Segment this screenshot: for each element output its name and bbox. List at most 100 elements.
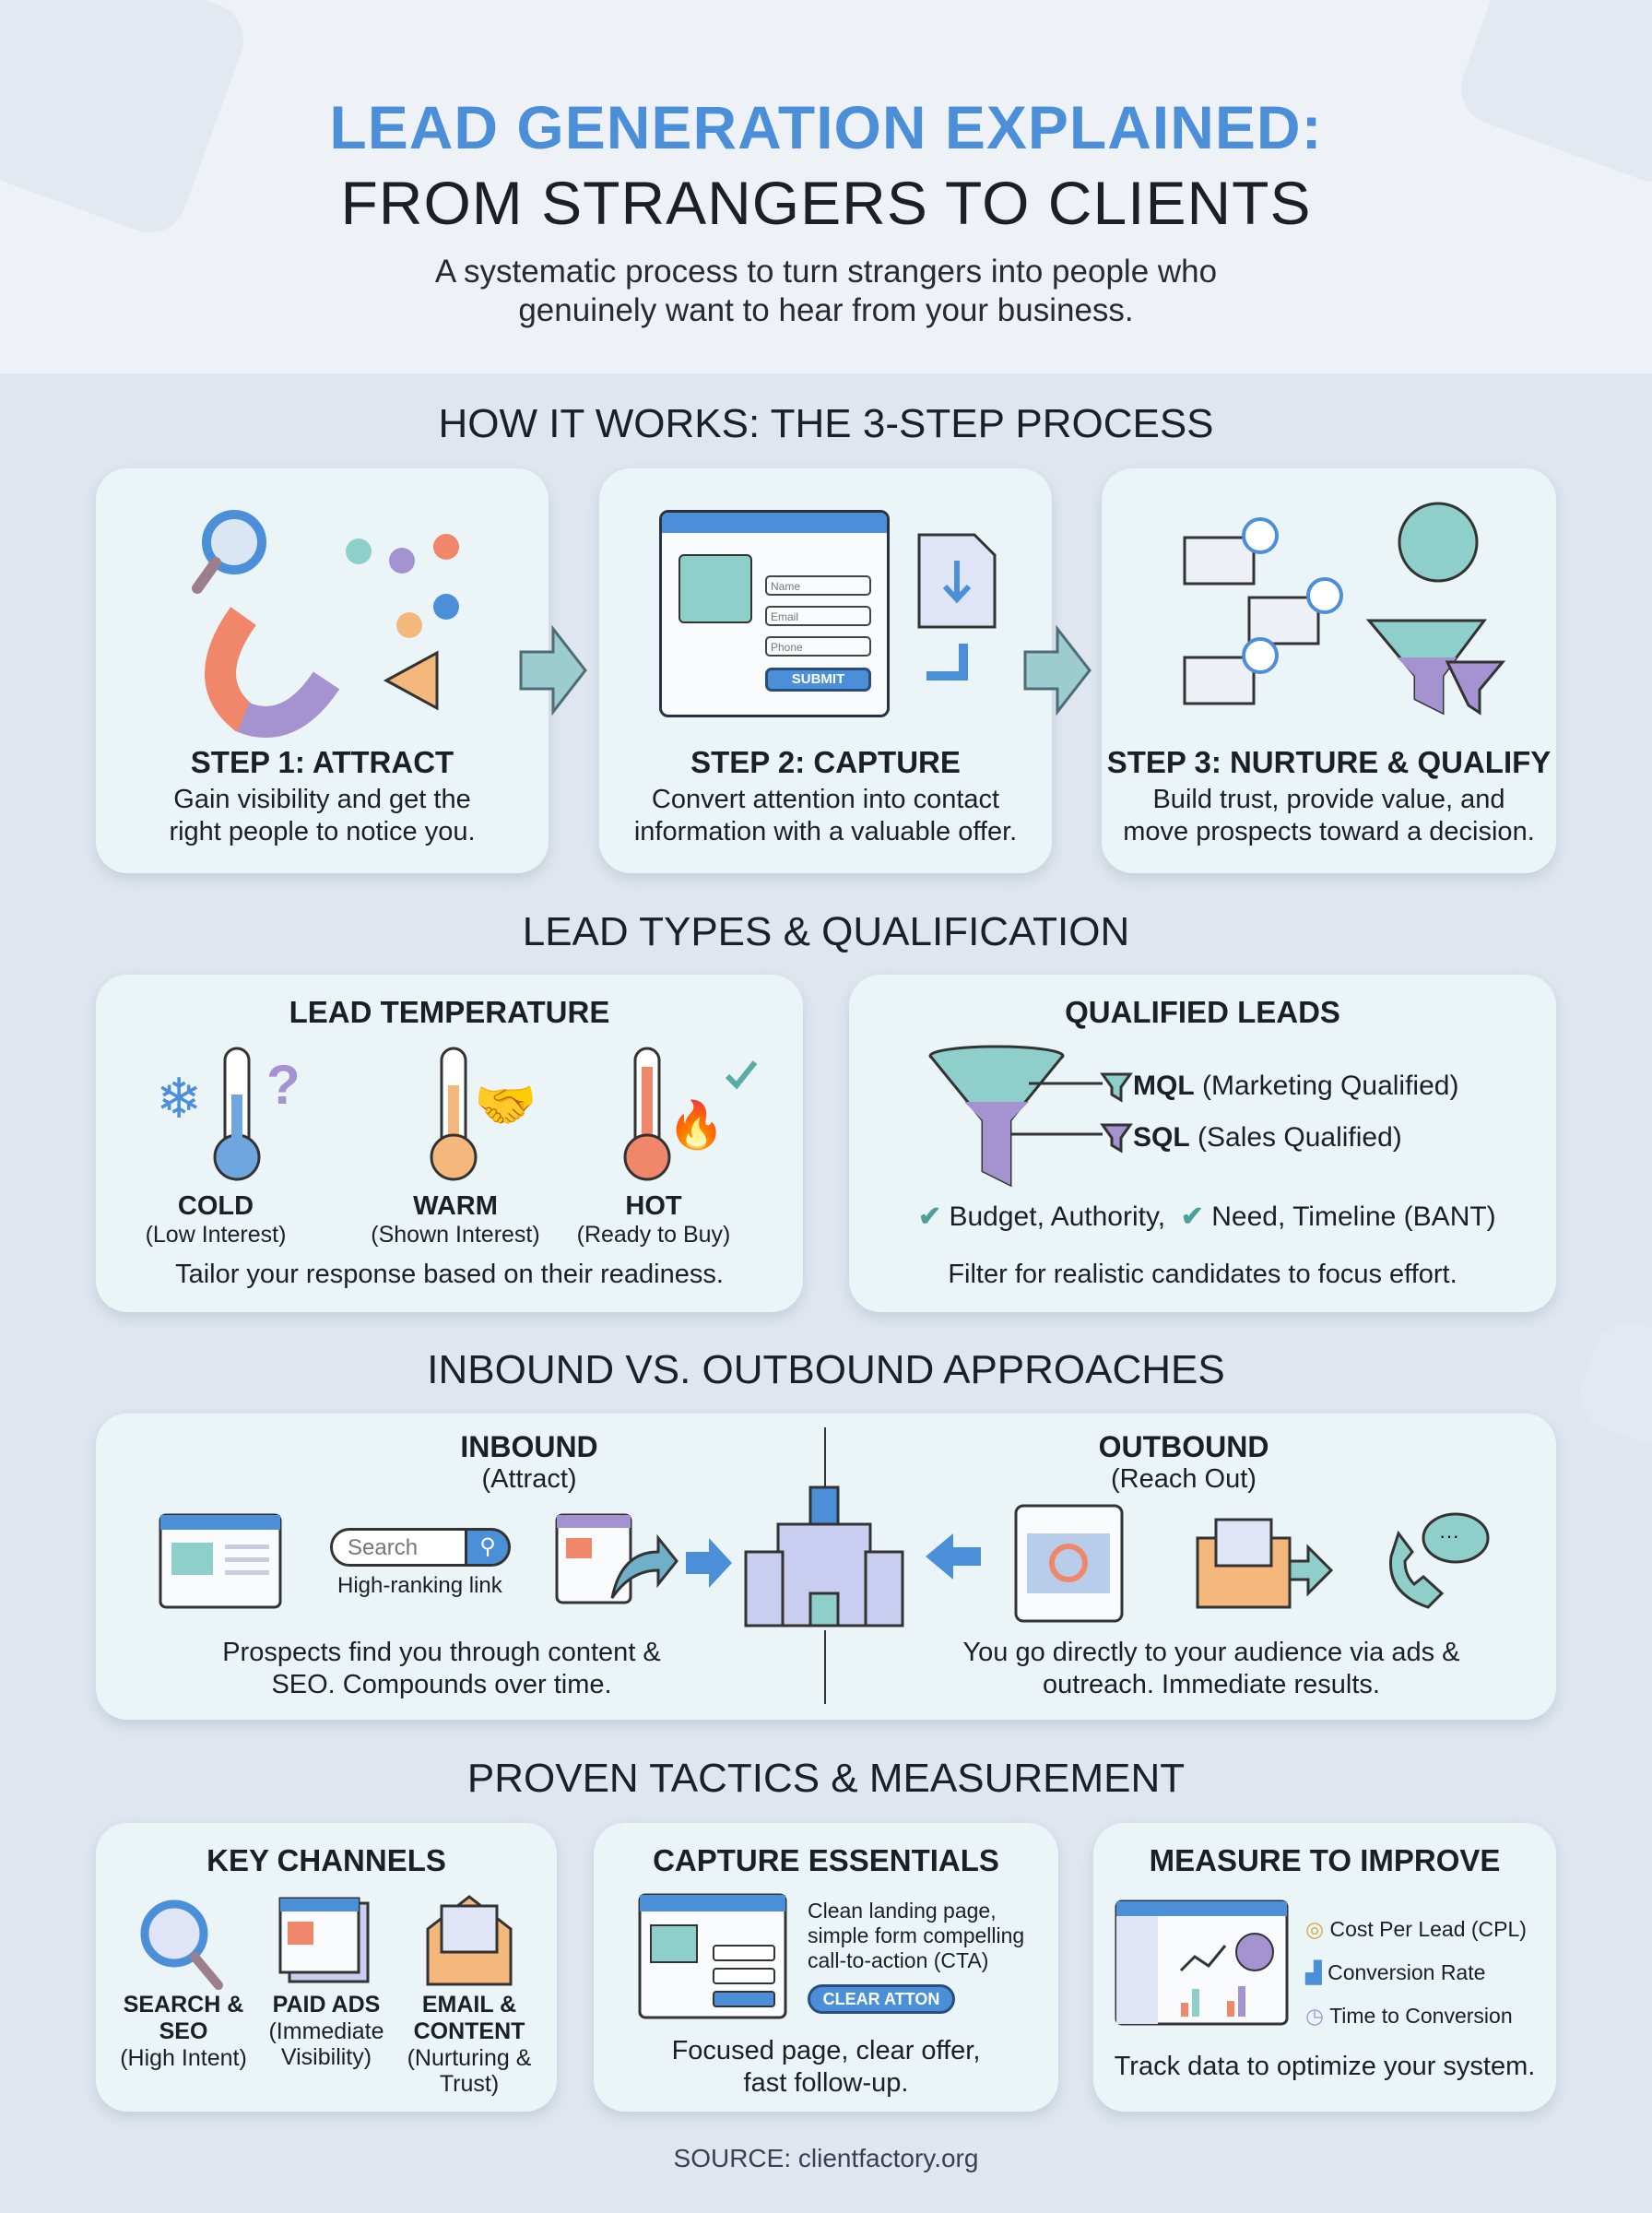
step-card-nurture: STEP 3: NURTURE & QUALIFY Build trust, p… — [1102, 468, 1556, 873]
temp-note: (Ready to Buy) — [576, 1222, 731, 1248]
stopwatch-icon: ◷ — [1305, 2004, 1325, 2028]
channel-note: (Nurturing & Trust) — [407, 2045, 532, 2097]
channel-paid-ads: PAID ADS(Immediate Visibility) — [262, 1992, 391, 2070]
temp-hot: HOT(Ready to Buy) — [561, 1191, 746, 1248]
svg-text:···: ··· — [1439, 1524, 1459, 1547]
metric-time: ◷ Time to Conversion — [1305, 1994, 1527, 2038]
ad-page-icon — [278, 1897, 370, 1983]
hot-thermometer-fire-icon: 🔥 — [623, 1047, 758, 1181]
card-title: LEAD TEMPERATURE — [289, 995, 610, 1029]
channel-label: SEARCH & SEO — [123, 1992, 244, 2044]
metric-label: Cost Per Lead (CPL) — [1329, 1917, 1527, 1941]
email-content-icon — [426, 1895, 513, 1986]
qualified-leads-card: QUALIFIED LEADS MQL (Marketing Qualified… — [849, 975, 1556, 1312]
email-envelope-icon — [1196, 1518, 1334, 1609]
warm-thermometer-handshake-icon: 🤝 — [430, 1047, 537, 1181]
arrow-right-icon — [519, 624, 587, 716]
metric-label: Time to Conversion — [1329, 2004, 1513, 2028]
outbound-header: OUTBOUND(Reach Out) — [1018, 1430, 1350, 1495]
capture-text: Clean landing page, simple form compelli… — [808, 1899, 1025, 1972]
sql-row: SQL (Sales Qualified) — [1133, 1122, 1402, 1154]
metrics-list: ◎ Cost Per Lead (CPL) ▟ Conversion Rate … — [1305, 1908, 1527, 2038]
outbound-subtitle: (Reach Out) — [1111, 1464, 1257, 1494]
analytics-dashboard-icon — [1115, 1899, 1289, 2026]
card-title: CAPTURE ESSENTIALS — [653, 1843, 999, 1877]
name-field[interactable]: Name — [765, 575, 871, 596]
bant-text: Budget, Authority, — [949, 1201, 1166, 1232]
svg-text:🤝: 🤝 — [474, 1076, 537, 1133]
card-title: MEASURE TO IMPROVE — [1149, 1843, 1501, 1877]
approaches-card: INBOUND(Attract) Search ⚲ High-ranking l… — [96, 1414, 1556, 1720]
page-share-icon — [555, 1513, 732, 1604]
submit-button[interactable]: SUBMIT — [765, 668, 871, 692]
form-window: Name Email Phone SUBMIT — [659, 510, 890, 717]
link-label: High-ranking link — [337, 1573, 502, 1598]
search-icon[interactable]: ⚲ — [465, 1528, 511, 1567]
metric-label: Conversion Rate — [1328, 1960, 1486, 1984]
lead-temperature-card: LEAD TEMPERATURE ❄? 🤝 🔥 COLD(Low Interes… — [96, 975, 803, 1312]
inbound-subtitle: (Attract) — [481, 1464, 577, 1494]
email-sequence-icon — [1183, 517, 1343, 705]
temp-label: WARM — [413, 1191, 498, 1221]
email-field[interactable]: Email — [765, 606, 871, 626]
step-title: STEP 2: CAPTURE — [690, 745, 961, 779]
arrow-left-icon — [926, 1533, 981, 1580]
inbound-title: INBOUND — [460, 1430, 598, 1463]
step-text: Build trust, provide value, and move pro… — [1123, 785, 1535, 846]
key-channels-card: KEY CHANNELS SEARCH & SEO(High Intent) P… — [96, 1823, 557, 2112]
card-footer: Track data to optimize your system. — [1114, 2052, 1536, 2081]
coins-icon: ◎ — [1305, 1917, 1325, 1941]
step-title: STEP 3: NURTURE & QUALIFY — [1106, 745, 1552, 779]
measure-card: MEASURE TO IMPROVE ◎ Cost Per Lead (CPL)… — [1093, 1823, 1556, 2112]
metric-conversion: ▟ Conversion Rate — [1305, 1951, 1527, 1994]
svg-text:❄: ❄ — [156, 1068, 202, 1130]
sql-label: SQL — [1133, 1122, 1190, 1153]
temp-warm: WARM(Shown Interest) — [349, 1191, 561, 1248]
section-heading-process: HOW IT WORKS: THE 3-STEP PROCESS — [438, 401, 1214, 446]
phone-funnel-icon — [1365, 502, 1506, 716]
svg-text:🔥: 🔥 — [667, 1098, 725, 1151]
divider — [824, 1427, 826, 1515]
arrow-right-icon — [1023, 624, 1092, 716]
channel-label: EMAIL & CONTENT — [413, 1992, 525, 2044]
outbound-title: OUTBOUND — [1098, 1430, 1269, 1463]
title-line-1: LEAD GENERATION EXPLAINED: — [329, 93, 1323, 161]
section-heading-tactics: PROVEN TACTICS & MEASUREMENT — [466, 1756, 1186, 1801]
step-title: STEP 1: ATTRACT — [190, 745, 454, 779]
card-footer: Focused page, clear offer, fast follow-u… — [671, 2036, 981, 2098]
check-icon: ✔ — [1180, 1201, 1204, 1232]
cta-button[interactable]: CLEAR ATTON — [808, 1984, 955, 2014]
magnet-attract-icon — [192, 510, 459, 738]
temp-note: (Shown Interest) — [371, 1222, 540, 1248]
step-card-attract: STEP 1: ATTRACT Gain visibility and get … — [96, 468, 549, 873]
channel-label: PAID ADS — [272, 1992, 381, 2018]
card-title: KEY CHANNELS — [206, 1843, 446, 1877]
step-text: Convert attention into contact informati… — [633, 785, 1018, 846]
bar-chart-icon: ▟ — [1305, 1960, 1322, 1984]
phone-chat-icon: ··· — [1389, 1512, 1490, 1609]
content-page-icon — [159, 1513, 282, 1609]
source-credit: SOURCE: clientfactory.org — [673, 2144, 979, 2172]
header-band — [0, 0, 1652, 373]
mql-label: MQL — [1133, 1071, 1195, 1101]
step-card-capture: Name Email Phone SUBMIT STEP 2: CAPTURE … — [599, 468, 1052, 873]
check-icon: ✔ — [918, 1201, 942, 1232]
mql-note: (Marketing Qualified) — [1202, 1071, 1459, 1101]
cold-thermometer-icon: ❄? — [156, 1047, 301, 1181]
inbound-text: Prospects find you through content & SEO… — [222, 1638, 661, 1699]
bant-text: Need, Timeline (BANT) — [1211, 1201, 1496, 1232]
divider — [824, 1630, 826, 1704]
inbound-header: INBOUND(Attract) — [317, 1430, 741, 1495]
channel-note: (Immediate Visibility) — [268, 2018, 384, 2070]
card-title: QUALIFIED LEADS — [1065, 995, 1340, 1029]
section-heading-approaches: INBOUND VS. OUTBOUND APPROACHES — [427, 1347, 1225, 1392]
bant-row: ✔ Budget, Authority, ✔ Need, Timeline (B… — [918, 1201, 1496, 1233]
temp-label: HOT — [625, 1191, 682, 1221]
subtitle: A systematic process to turn strangers i… — [434, 254, 1218, 328]
step-text: Gain visibility and get the right people… — [169, 785, 476, 846]
outbound-text: You go directly to your audience via ads… — [962, 1638, 1460, 1699]
phone-field[interactable]: Phone — [765, 636, 871, 657]
section-heading-lead-types: LEAD TYPES & QUALIFICATION — [522, 909, 1130, 954]
search-magnifier-icon — [140, 1899, 223, 1990]
svg-text:?: ? — [266, 1054, 301, 1116]
